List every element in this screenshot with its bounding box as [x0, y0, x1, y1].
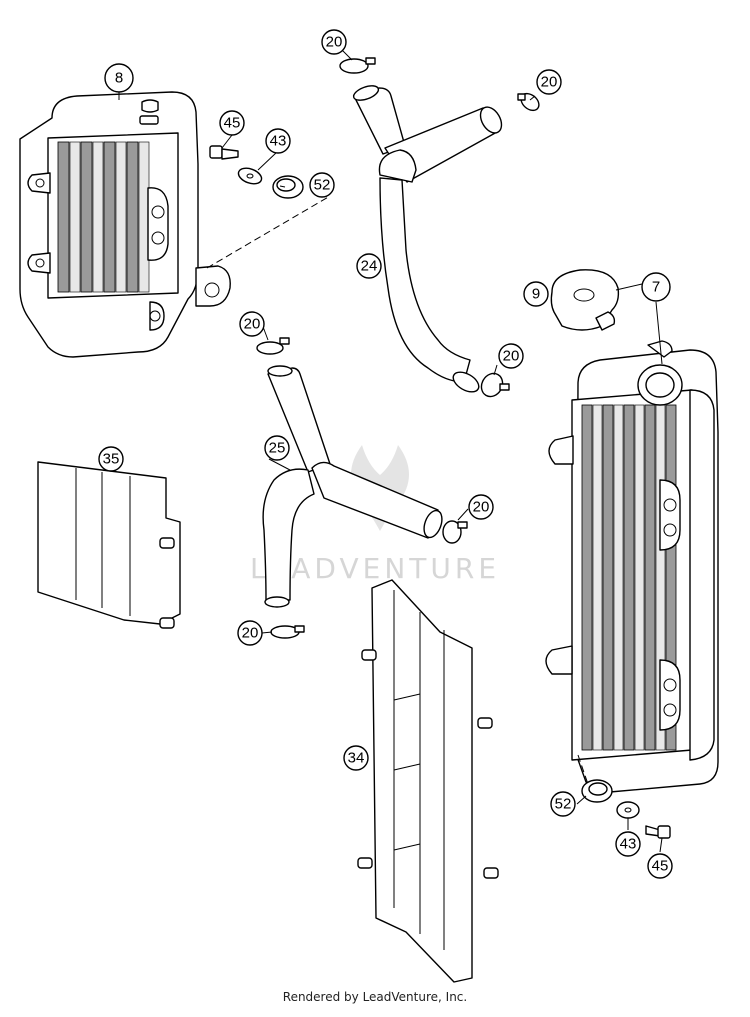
svg-text:20: 20 [244, 316, 261, 333]
radiator-guard-left [37, 461, 181, 629]
hose-clamp-mid-left [256, 337, 290, 355]
screw-right [645, 825, 671, 839]
radiator-cap [550, 269, 643, 331]
callout-7: 7 [641, 272, 671, 302]
callout-20-top: 20 [321, 29, 347, 55]
svg-text:45: 45 [224, 115, 241, 132]
svg-text:9: 9 [532, 286, 540, 303]
washer-right [616, 801, 640, 819]
left-radiator-core [57, 141, 150, 293]
callout-45-left: 45 [219, 110, 245, 136]
callout-9: 9 [523, 281, 549, 307]
svg-text:43: 43 [270, 133, 287, 150]
radiator-guard-right [357, 579, 499, 983]
svg-text:20: 20 [473, 499, 490, 516]
svg-text:20: 20 [242, 625, 259, 642]
right-radiator [545, 340, 719, 793]
hose-clamp-top [339, 57, 376, 74]
callout-20-upper-right: 20 [536, 69, 562, 95]
washer-left [237, 167, 263, 185]
svg-text:52: 52 [314, 177, 331, 194]
callout-25: 25 [264, 435, 290, 461]
callout-35: 35 [98, 446, 124, 472]
callout-43-right: 43 [615, 831, 641, 857]
hose-clamp-upper-right [517, 92, 540, 112]
svg-text:45: 45 [652, 858, 669, 875]
svg-text:35: 35 [103, 451, 120, 468]
svg-text:43: 43 [620, 836, 637, 853]
svg-text:7: 7 [652, 279, 660, 296]
callout-24: 24 [356, 253, 382, 279]
screw-left [209, 145, 239, 160]
svg-text:20: 20 [541, 74, 558, 91]
hose-clamp-mid-right [480, 372, 510, 398]
callout-20-bottom: 20 [237, 620, 263, 646]
callout-52-right: 52 [550, 791, 576, 817]
svg-text:52: 52 [555, 796, 572, 813]
left-radiator [19, 91, 331, 358]
svg-text:8: 8 [115, 70, 123, 87]
hose-clamp-bottom [270, 625, 305, 639]
callout-34: 34 [343, 745, 369, 771]
right-radiator-core [581, 404, 677, 751]
grommet-right [581, 779, 613, 803]
lower-y-hose [262, 365, 443, 608]
svg-text:20: 20 [503, 348, 520, 365]
svg-text:24: 24 [361, 258, 378, 275]
callout-45-right: 45 [647, 853, 673, 879]
svg-text:20: 20 [326, 34, 343, 51]
footer-credit: Rendered by LeadVenture, Inc. [282, 990, 468, 1004]
callout-20-mid-left: 20 [239, 311, 265, 337]
callout-20-mid-right: 20 [498, 343, 524, 369]
callout-52-left: 52 [309, 172, 335, 198]
upper-y-hose [352, 85, 503, 393]
svg-text:25: 25 [269, 440, 286, 457]
callout-43-left: 43 [265, 128, 291, 154]
svg-text:34: 34 [348, 750, 365, 767]
hose-clamp-lower-right [442, 520, 468, 544]
callout-20-lower-right: 20 [468, 494, 494, 520]
grommet-left [272, 175, 304, 199]
callout-8: 8 [104, 63, 134, 93]
